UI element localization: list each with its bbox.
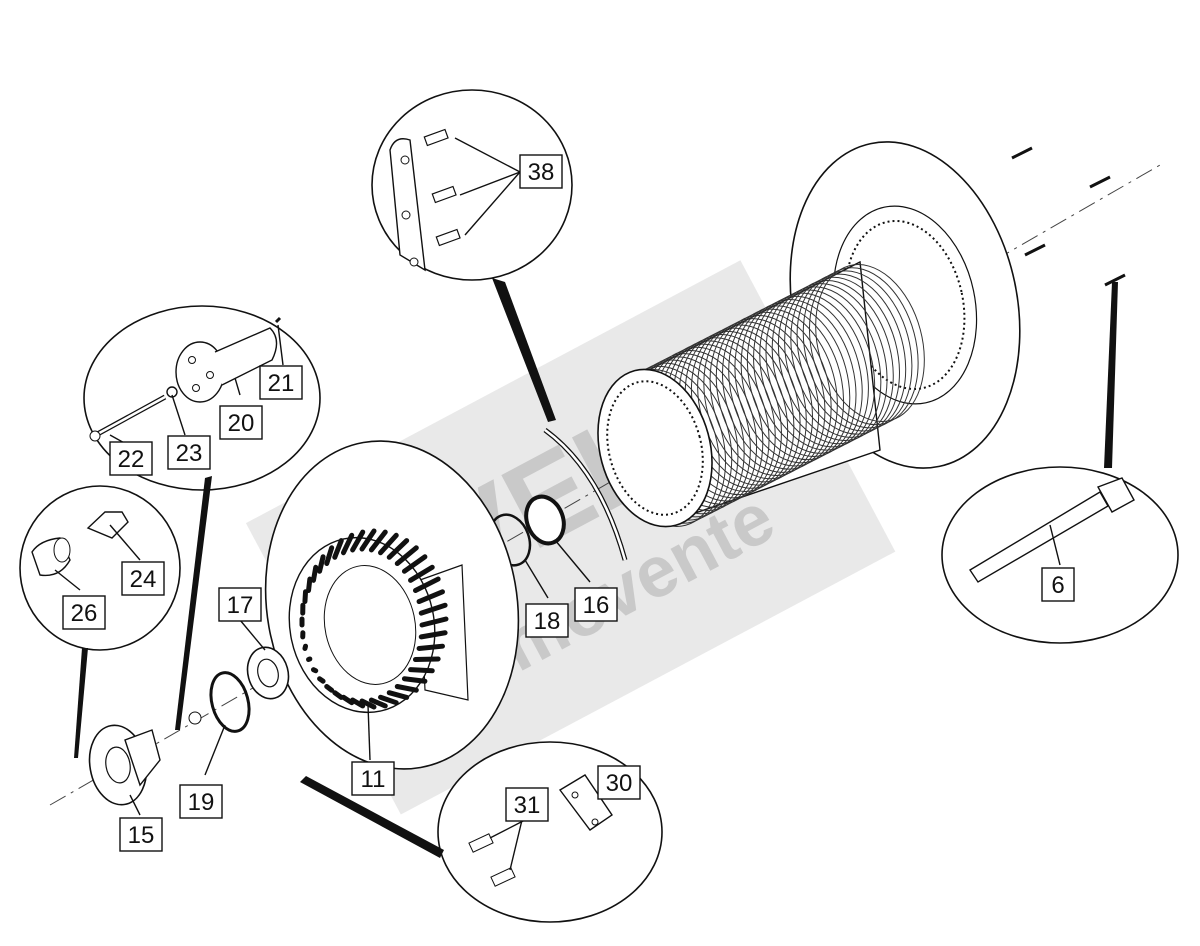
gear-tooth: [324, 683, 335, 693]
callout-label-16: 16: [583, 592, 610, 619]
gear-tooth: [418, 602, 448, 616]
detail-bubble-38: [371, 89, 573, 422]
callout-label-30: 30: [606, 770, 633, 797]
gear-tooth: [394, 683, 419, 693]
gear-tooth: [394, 545, 419, 567]
gear-tooth: [386, 538, 410, 560]
gear-tooth: [368, 529, 388, 553]
callout-26: 26: [62, 595, 106, 630]
drum-groove: [815, 264, 925, 422]
gear-tooth: [306, 656, 313, 663]
gear-tooth: [378, 694, 399, 706]
gear-tooth: [359, 528, 377, 552]
callout-label-19: 19: [188, 789, 215, 816]
callout-24: 24: [121, 561, 165, 596]
hub-15: [88, 724, 161, 806]
segment-ring: [543, 427, 628, 561]
gear-tooth: [418, 630, 448, 640]
callout-20: 20: [219, 405, 263, 440]
callout-label-20: 20: [228, 410, 255, 437]
callout-label-31: 31: [514, 792, 541, 819]
gear-tooth: [350, 697, 366, 709]
callout-label-6: 6: [1051, 572, 1064, 599]
gear-tooth: [306, 576, 313, 593]
callout-label-26: 26: [71, 600, 98, 627]
callout-label-38: 38: [528, 159, 555, 186]
callout-label-24: 24: [130, 566, 157, 593]
gear-tooth: [378, 532, 399, 556]
leader-lines: [54, 324, 591, 816]
gear-tooth: [416, 643, 445, 651]
callout-38: 38: [519, 154, 563, 189]
gear-tooth: [401, 554, 428, 574]
callout-label-17: 17: [227, 592, 254, 619]
callout-23: 23: [167, 435, 211, 470]
callout-22: 22: [109, 441, 153, 476]
callout-label-11: 11: [361, 766, 386, 793]
gear-tooth: [359, 698, 377, 710]
gear-tooth: [317, 676, 326, 684]
pins: [1011, 146, 1126, 287]
callout-label-22: 22: [118, 446, 145, 473]
gear-tooth: [408, 564, 435, 583]
drum-groove: [808, 267, 919, 426]
gear-tooth: [332, 690, 344, 700]
gear-tooth: [368, 697, 388, 709]
left-flange: [264, 440, 520, 770]
ring-19: [209, 671, 251, 733]
callout-31: 31: [505, 787, 549, 822]
callout-30: 30: [597, 765, 641, 800]
callout-18: 18: [525, 603, 569, 638]
gear-tooth: [310, 667, 319, 674]
gear-tooth: [317, 554, 326, 574]
drum-barrel: [597, 260, 925, 528]
gear-tooth: [412, 576, 441, 593]
callout-label-23: 23: [176, 440, 203, 467]
callout-11: 11: [351, 761, 395, 796]
small-washer: [188, 711, 202, 725]
gear-tooth: [332, 538, 344, 560]
detail-bubble-6: [941, 282, 1179, 644]
seal-16: [524, 494, 566, 546]
detail-bubble-24: [19, 485, 181, 758]
gear-tooth: [340, 532, 355, 556]
gear-tooth: [350, 529, 366, 553]
gear-tooth: [310, 564, 319, 583]
gear-tooth: [416, 589, 445, 605]
callout-label-21: 21: [268, 370, 295, 397]
callout-21: 21: [259, 365, 303, 400]
callout-15: 15: [119, 817, 163, 852]
gear-tooth: [408, 667, 435, 674]
gear-tooth: [302, 643, 309, 651]
bearing-17: [246, 646, 290, 700]
callout-19: 19: [179, 784, 223, 819]
callout-16: 16: [574, 587, 618, 622]
callout-17: 17: [218, 587, 262, 622]
callout-label-15: 15: [128, 822, 155, 849]
gear-tooth: [340, 694, 355, 706]
gear-tooth: [401, 676, 428, 684]
gear-tooth: [324, 545, 335, 567]
callout-label-18: 18: [534, 608, 561, 635]
callout-6: 6: [1041, 567, 1075, 602]
gear-tooth: [386, 690, 410, 700]
gear-tooth: [302, 589, 309, 605]
gear-tooth: [419, 616, 449, 628]
gear-tooth: [412, 656, 441, 663]
